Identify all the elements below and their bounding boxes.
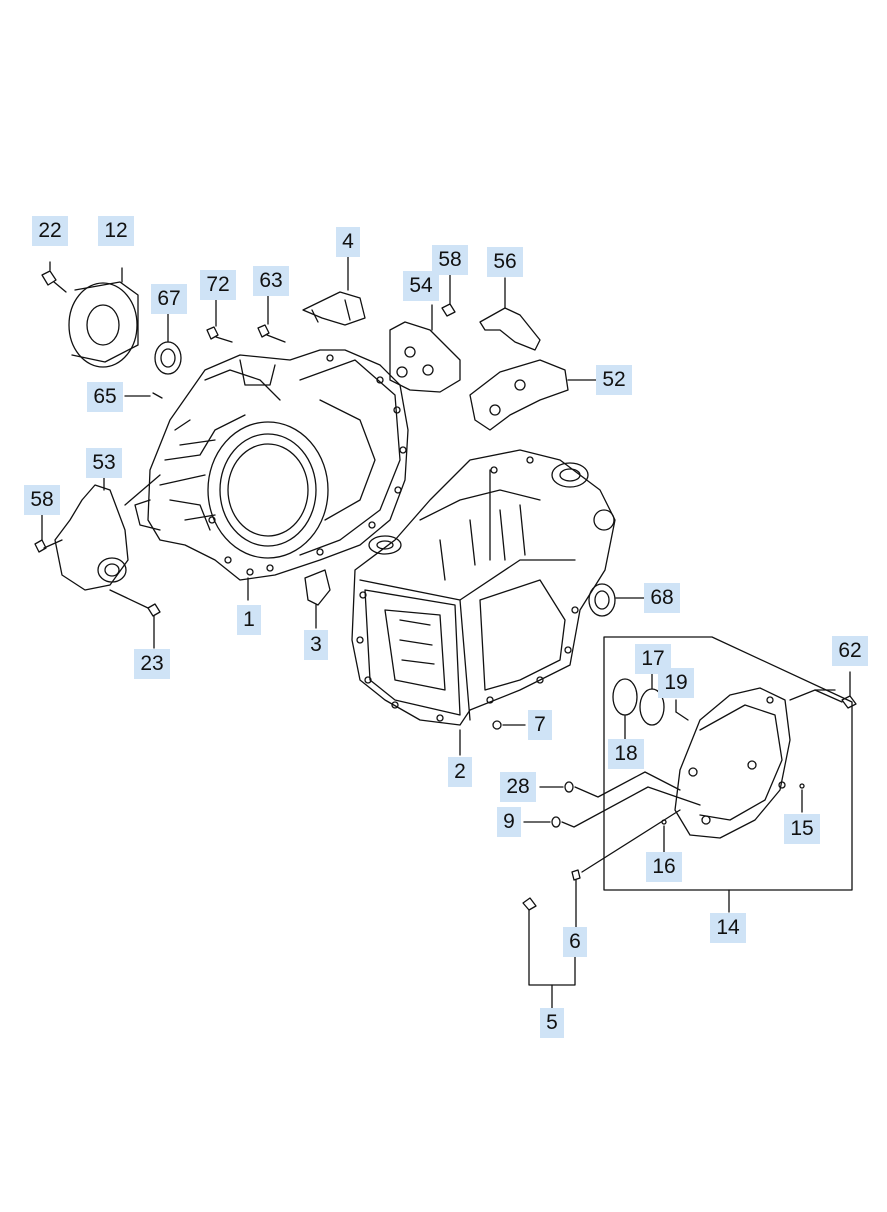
callout-68[interactable]: 68 [644, 583, 680, 613]
callout-19[interactable]: 19 [658, 668, 694, 698]
bolt-63 [257, 295, 286, 343]
callout-22[interactable]: 22 [32, 216, 68, 246]
callout-56[interactable]: 56 [487, 247, 523, 277]
callout-3[interactable]: 3 [304, 630, 328, 660]
callout-18[interactable]: 18 [608, 739, 644, 769]
plate-3 [247, 569, 331, 629]
bracket-52 [469, 359, 597, 431]
callout-53[interactable]: 53 [86, 448, 122, 478]
callout-7[interactable]: 7 [528, 710, 552, 740]
callout-9[interactable]: 9 [497, 807, 521, 837]
plug-6 [571, 809, 681, 931]
callout-62[interactable]: 62 [832, 636, 868, 666]
callout-23[interactable]: 23 [134, 649, 170, 679]
bolt-72 [206, 299, 233, 343]
callout-4[interactable]: 4 [336, 227, 360, 257]
callout-65[interactable]: 65 [87, 382, 123, 412]
bolt-58-left [34, 511, 63, 553]
callout-5[interactable]: 5 [540, 1008, 564, 1038]
callout-58-left[interactable]: 58 [24, 485, 60, 515]
callout-16[interactable]: 16 [646, 852, 682, 882]
oil-seal-67 [154, 311, 182, 375]
seal-68 [588, 583, 645, 617]
o-ring-18 [612, 678, 638, 741]
callout-28[interactable]: 28 [500, 772, 536, 802]
callout-6[interactable]: 6 [563, 927, 587, 957]
callout-72[interactable]: 72 [200, 270, 236, 300]
pin-16 [661, 819, 667, 853]
callout-58-top[interactable]: 58 [432, 245, 468, 275]
callout-12[interactable]: 12 [98, 216, 134, 246]
callout-54[interactable]: 54 [403, 271, 439, 301]
callout-63[interactable]: 63 [253, 266, 289, 296]
bolt-62 [814, 671, 857, 709]
bracket-4 [302, 254, 366, 326]
seal-ring-12 [68, 267, 139, 368]
pin-15 [799, 783, 805, 813]
pin-65 [124, 392, 163, 399]
o-ring-9 [523, 786, 701, 828]
pin-19 [675, 699, 689, 721]
callout-67[interactable]: 67 [151, 284, 187, 314]
bolt-23 [109, 589, 161, 649]
o-ring-28 [539, 771, 681, 798]
mount-53 [54, 474, 161, 591]
bracket-56 [479, 277, 541, 351]
callout-2[interactable]: 2 [448, 757, 472, 787]
bolt-22 [41, 261, 67, 293]
o-ring-17 [639, 671, 665, 726]
callout-52[interactable]: 52 [596, 365, 632, 395]
converter-housing [134, 349, 409, 581]
callout-15[interactable]: 15 [784, 814, 820, 844]
plug-7 [492, 720, 526, 730]
bolt-58-top [441, 274, 456, 317]
mount-bracket-54 [389, 304, 461, 393]
cover-assembly-14 [603, 636, 853, 913]
callout-14[interactable]: 14 [710, 913, 746, 943]
callout-1[interactable]: 1 [237, 605, 261, 635]
bolt-5 [522, 897, 576, 1013]
transaxle-case [351, 449, 616, 726]
